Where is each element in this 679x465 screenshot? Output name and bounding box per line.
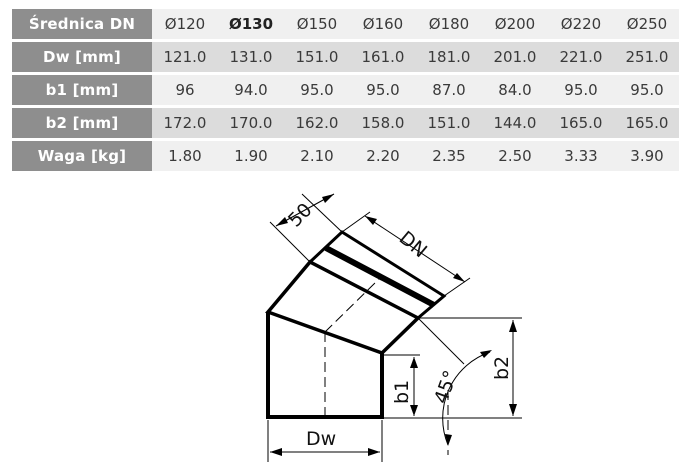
table-cell: 162.0 bbox=[284, 108, 350, 138]
table-cell: 95.0 bbox=[548, 75, 614, 105]
dim-label-dn: DN bbox=[395, 227, 431, 262]
dim-dn-line bbox=[364, 215, 466, 283]
table-cell: 1.80 bbox=[152, 141, 218, 171]
dim-dw-arrow bbox=[270, 448, 282, 456]
spec-table: Średnica DN Ø120 Ø130 Ø150 Ø160 Ø180 Ø20… bbox=[12, 6, 679, 174]
table-cell: 144.0 bbox=[482, 108, 548, 138]
table-cell: 2.20 bbox=[350, 141, 416, 171]
dim-50-ext-right bbox=[301, 193, 343, 233]
table-cell: 251.0 bbox=[614, 42, 679, 72]
table-row-b2: b2 [mm] 172.0 170.0 162.0 158.0 151.0 14… bbox=[12, 108, 679, 138]
dim-label-b2: b2 bbox=[491, 356, 513, 380]
table-cell: 95.0 bbox=[284, 75, 350, 105]
angle-arrow bbox=[480, 350, 492, 358]
table-cell: 2.35 bbox=[416, 141, 482, 171]
dim-b1-arrow bbox=[410, 405, 418, 416]
table-cell: 151.0 bbox=[416, 108, 482, 138]
table-row-weight: Waga [kg] 1.80 1.90 2.10 2.20 2.35 2.50 … bbox=[12, 141, 679, 171]
dim-dn-ext-top bbox=[341, 211, 371, 233]
centerline-angled bbox=[324, 277, 381, 333]
dim-dn-ext-bottom bbox=[443, 277, 471, 297]
table-cell: 87.0 bbox=[416, 75, 482, 105]
table-cell: 95.0 bbox=[350, 75, 416, 105]
table-cell: 151.0 bbox=[284, 42, 350, 72]
row-header-weight: Waga [kg] bbox=[12, 141, 152, 171]
diameter-cell: Ø250 bbox=[614, 9, 679, 39]
dim-dn-arrow bbox=[453, 273, 465, 282]
table-cell: 161.0 bbox=[350, 42, 416, 72]
dim-dw-arrow bbox=[368, 448, 380, 456]
table-cell: 2.50 bbox=[482, 141, 548, 171]
dim-label-dw: Dw bbox=[306, 428, 336, 450]
dim-dn-arrow bbox=[365, 216, 377, 225]
table-cell: 3.33 bbox=[548, 141, 614, 171]
dim-50-arrow bbox=[322, 194, 334, 203]
angle-arc bbox=[442, 351, 491, 446]
table-cell: 131.0 bbox=[218, 42, 284, 72]
diameter-cell: Ø220 bbox=[548, 9, 614, 39]
elbow-socket bbox=[308, 230, 447, 320]
table-cell: 1.90 bbox=[218, 141, 284, 171]
table-cell: 165.0 bbox=[614, 108, 679, 138]
dim-b2-arrow bbox=[509, 404, 517, 416]
table-cell: 3.90 bbox=[614, 141, 679, 171]
table-cell: 121.0 bbox=[152, 42, 218, 72]
table-cell: 96 bbox=[152, 75, 218, 105]
diameter-cell-selected: Ø130 bbox=[218, 9, 284, 39]
table-cell: 201.0 bbox=[482, 42, 548, 72]
table-cell: 181.0 bbox=[416, 42, 482, 72]
diameter-cell: Ø200 bbox=[482, 9, 548, 39]
dim-label-b1: b1 bbox=[391, 380, 413, 404]
diameter-cell: Ø150 bbox=[284, 9, 350, 39]
elbow-segment bbox=[265, 259, 421, 356]
elbow-diagram: 50 DN b2 b1 45° Dw bbox=[265, 193, 522, 462]
row-header-diameter: Średnica DN bbox=[12, 9, 152, 39]
diameter-cell: Ø160 bbox=[350, 9, 416, 39]
table-cell: 165.0 bbox=[548, 108, 614, 138]
dim-50-ext-left bbox=[269, 221, 311, 263]
table-cell: 94.0 bbox=[218, 75, 284, 105]
table-row-dw: Dw [mm] 121.0 131.0 151.0 161.0 181.0 20… bbox=[12, 42, 679, 72]
table-cell: 84.0 bbox=[482, 75, 548, 105]
diameter-cell: Ø120 bbox=[152, 9, 218, 39]
angle-arrow bbox=[445, 434, 452, 446]
angle-ray bbox=[417, 317, 465, 365]
table-row-b1: b1 [mm] 96 94.0 95.0 95.0 87.0 84.0 95.0… bbox=[12, 75, 679, 105]
table-cell: 2.10 bbox=[284, 141, 350, 171]
dim-b1-arrow bbox=[410, 357, 418, 368]
table-row-diameter: Średnica DN Ø120 Ø130 Ø150 Ø160 Ø180 Ø20… bbox=[12, 9, 679, 39]
dim-50-arrow bbox=[276, 217, 288, 226]
table-cell: 95.0 bbox=[614, 75, 679, 105]
table-cell: 170.0 bbox=[218, 108, 284, 138]
row-header-b2: b2 [mm] bbox=[12, 108, 152, 138]
table-cell: 158.0 bbox=[350, 108, 416, 138]
dim-b2-arrow bbox=[509, 320, 517, 332]
row-header-b1: b1 [mm] bbox=[12, 75, 152, 105]
table-cell: 172.0 bbox=[152, 108, 218, 138]
angle-label: 45° bbox=[430, 368, 462, 407]
socket-ring bbox=[324, 245, 436, 308]
diameter-cell: Ø180 bbox=[416, 9, 482, 39]
table-cell: 221.0 bbox=[548, 42, 614, 72]
row-header-dw: Dw [mm] bbox=[12, 42, 152, 72]
